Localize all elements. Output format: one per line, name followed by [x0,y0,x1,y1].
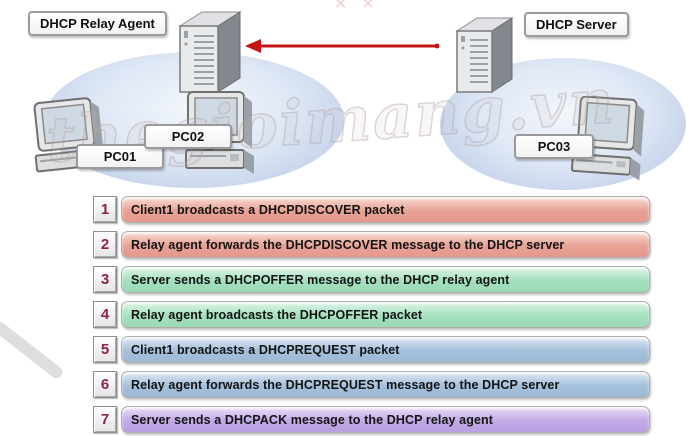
dhcp-server-icon [448,13,518,104]
step-row-7: 7 Server sends a DHCPACK message to the … [93,406,650,433]
step-row-5: 5 Client1 broadcasts a DHCPREQUEST packe… [93,336,650,363]
step-number: 5 [93,336,117,363]
step-number: 3 [93,266,117,293]
step-number: 2 [93,231,117,258]
relay-agent-label: DHCP Relay Agent [28,11,167,36]
pc03-label: PC03 [514,134,594,159]
step-text-bar: Client1 broadcasts a DHCPDISCOVER packet [121,196,650,223]
pc02-label: PC02 [144,124,232,149]
step-row-1: 1 Client1 broadcasts a DHCPDISCOVER pack… [93,196,650,223]
step-text-bar: Client1 broadcasts a DHCPREQUEST packet [121,336,650,363]
dhcp-steps-list: 1 Client1 broadcasts a DHCPDISCOVER pack… [93,196,650,433]
step-number: 6 [93,371,117,398]
watermark-corner-marks: ✕✕ [334,0,389,13]
step-row-4: 4 Relay agent broadcasts the DHCPOFFER p… [93,301,650,328]
dhcp-server-label: DHCP Server [524,12,629,37]
step-text-bar: Relay agent broadcasts the DHCPOFFER pac… [121,301,650,328]
relay-to-server-arrow [245,39,440,53]
watermark-stray-stroke [0,319,65,381]
step-number: 4 [93,301,117,328]
step-row-6: 6 Relay agent forwards the DHCPREQUEST m… [93,371,650,398]
step-number: 7 [93,406,117,433]
step-text-bar: Server sends a DHCPACK message to the DH… [121,406,650,433]
step-text-bar: Relay agent forwards the DHCPREQUEST mes… [121,371,650,398]
step-row-3: 3 Server sends a DHCPOFFER message to th… [93,266,650,293]
step-row-2: 2 Relay agent forwards the DHCPDISCOVER … [93,231,650,258]
pc01-computer-icon [26,96,114,187]
step-number: 1 [93,196,117,223]
relay-agent-server-icon [170,6,246,105]
step-text-bar: Relay agent forwards the DHCPDISCOVER me… [121,231,650,258]
step-text-bar: Server sends a DHCPOFFER message to the … [121,266,650,293]
